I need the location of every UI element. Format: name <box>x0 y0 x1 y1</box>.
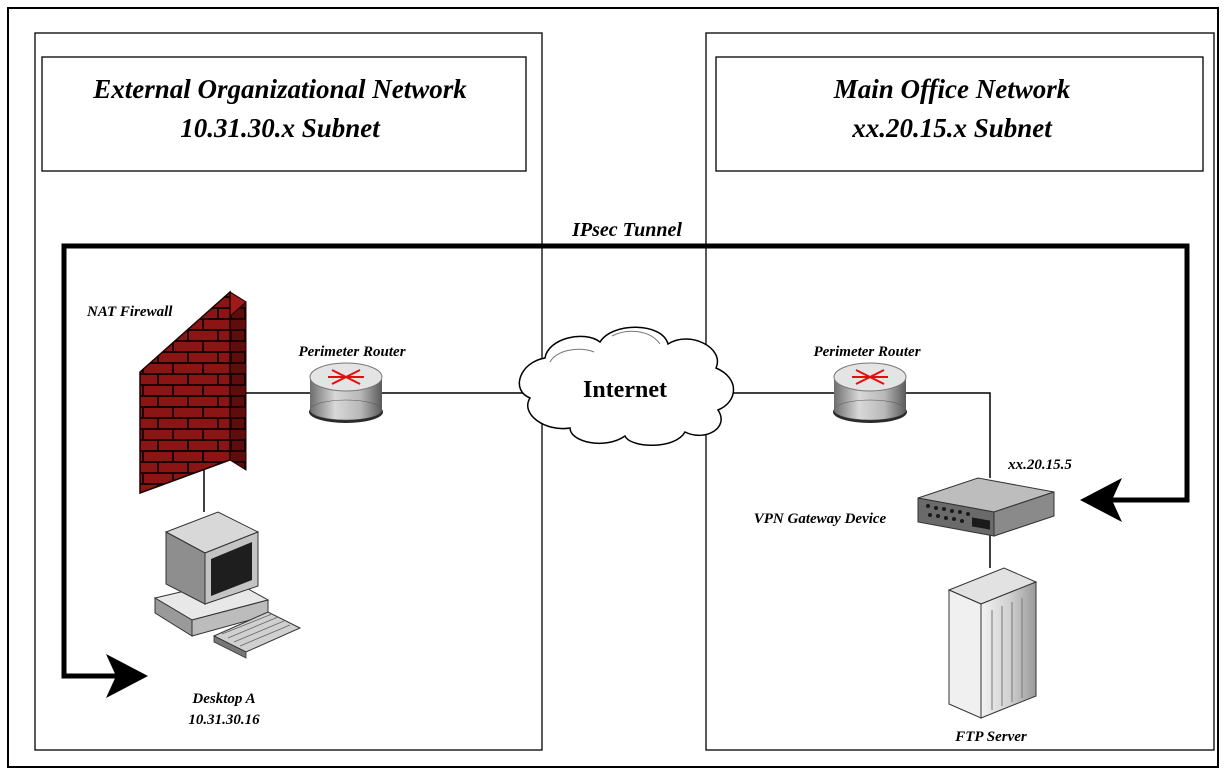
right-title-box <box>715 56 1204 172</box>
tunnel-label: IPsec Tunnel <box>571 219 682 241</box>
ipsec-tunnel-line <box>61 243 1190 679</box>
desktop-computer-icon <box>153 511 302 659</box>
nat-firewall-label: NAT Firewall <box>86 304 173 320</box>
firewall-icon <box>139 290 247 495</box>
ftp-server-icon <box>947 567 1038 719</box>
right-router-icon <box>833 362 907 423</box>
desktop-name-label: Desktop A <box>191 691 255 707</box>
left-title-line2: 10.31.30.x Subnet <box>180 113 381 143</box>
internet-label: Internet <box>583 377 667 403</box>
left-router-label: Perimeter Router <box>298 344 405 360</box>
internet-cloud-icon <box>518 326 735 446</box>
tunnel-arrowhead-left <box>1080 478 1122 522</box>
link-router-vpn <box>906 392 991 478</box>
vpn-ip-label: xx.20.15.5 <box>1007 457 1072 473</box>
left-router-icon <box>309 362 383 423</box>
left-title-line1: External Organizational Network <box>92 74 467 104</box>
left-title-box <box>41 56 527 172</box>
vpn-gateway-icon <box>917 477 1055 537</box>
desktop-ip-label: 10.31.30.16 <box>188 712 260 728</box>
ftp-server-label: FTP Server <box>954 729 1027 745</box>
vpn-gateway-label: VPN Gateway Device <box>754 511 887 527</box>
right-title-line2: xx.20.15.x Subnet <box>851 113 1053 143</box>
tunnel-arrowhead-right <box>106 654 148 698</box>
right-router-label: Perimeter Router <box>813 344 920 360</box>
right-title-line1: Main Office Network <box>833 74 1071 104</box>
